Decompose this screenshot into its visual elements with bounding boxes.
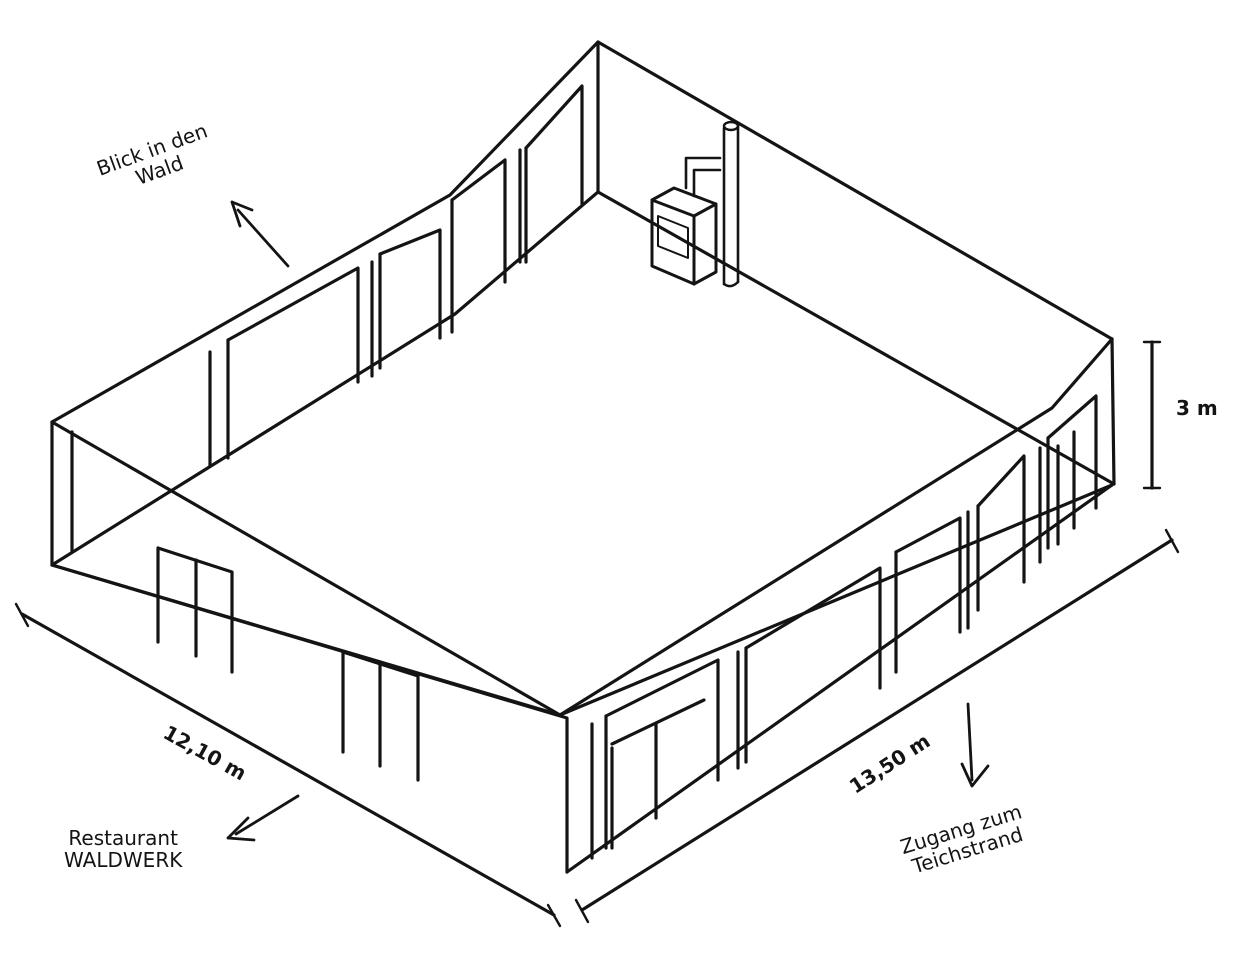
right-wall-windows bbox=[590, 394, 1098, 860]
height-dimension-line bbox=[1142, 340, 1162, 490]
length-dimension-line bbox=[574, 528, 1180, 924]
wall-top-edges bbox=[50, 40, 1116, 874]
arrow-up-left-icon bbox=[230, 200, 290, 268]
arrow-down-left-icon bbox=[226, 794, 300, 842]
left-wall-windows bbox=[70, 84, 584, 554]
front-wall-doors bbox=[156, 546, 420, 782]
arrow-down-icon bbox=[960, 702, 990, 788]
height-dimension-label: 3 m bbox=[1176, 396, 1218, 420]
width-dimension-line bbox=[14, 602, 562, 928]
wood-stove-icon bbox=[650, 120, 740, 288]
floor-outline bbox=[50, 40, 1116, 874]
restaurant-label: Restaurant WALDWERK bbox=[64, 826, 183, 872]
